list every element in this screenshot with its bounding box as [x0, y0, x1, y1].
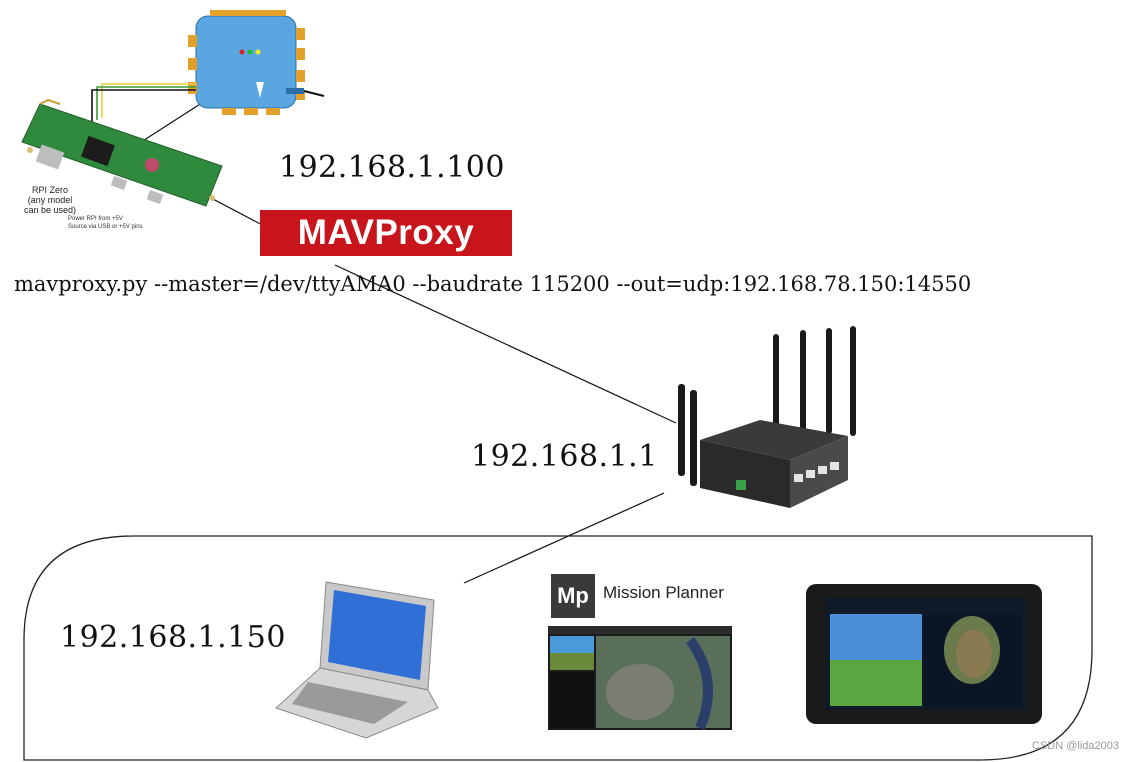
mission-planner-logo: Mp	[551, 574, 595, 618]
rpi-label-line3: can be used)	[23, 205, 77, 215]
rpi-label: RPI Zero (any model can be used)	[20, 185, 80, 215]
rpi-ip-label: 192.168.1.100	[279, 150, 505, 185]
router-ip-label: 192.168.1.1	[471, 439, 658, 474]
uart-wires	[101, 83, 196, 118]
tablet-image	[806, 584, 1042, 724]
mission-planner-screenshot	[548, 626, 732, 730]
rpi-power-note: Power RPI from +5V Source via USB or +5V…	[68, 215, 143, 231]
rpi-power-line2: Source via USB or +5V pins	[68, 224, 143, 230]
rpi-power-line1: Power RPI from +5V	[68, 216, 123, 222]
link-mavproxy-router	[334, 264, 677, 424]
raspberry-pi-zero-image	[21, 98, 223, 207]
router-image	[678, 326, 856, 508]
flight-controller-image	[188, 10, 325, 115]
laptop-image	[275, 581, 439, 739]
mission-planner-title: Mission Planner	[603, 583, 724, 602]
rpi-label-line2: (any model	[27, 195, 73, 205]
watermark: CSDN @lida2003	[1032, 740, 1119, 752]
laptop-ip-label: 192.168.1.150	[60, 620, 286, 655]
mavproxy-command: mavproxy.py --master=/dev/ttyAMA0 --baud…	[14, 272, 972, 296]
mavproxy-logo: MAVProxy	[260, 210, 512, 256]
link-router-laptop	[463, 492, 665, 584]
rpi-label-line1: RPI Zero	[31, 185, 68, 195]
network-boundary	[23, 535, 1093, 761]
